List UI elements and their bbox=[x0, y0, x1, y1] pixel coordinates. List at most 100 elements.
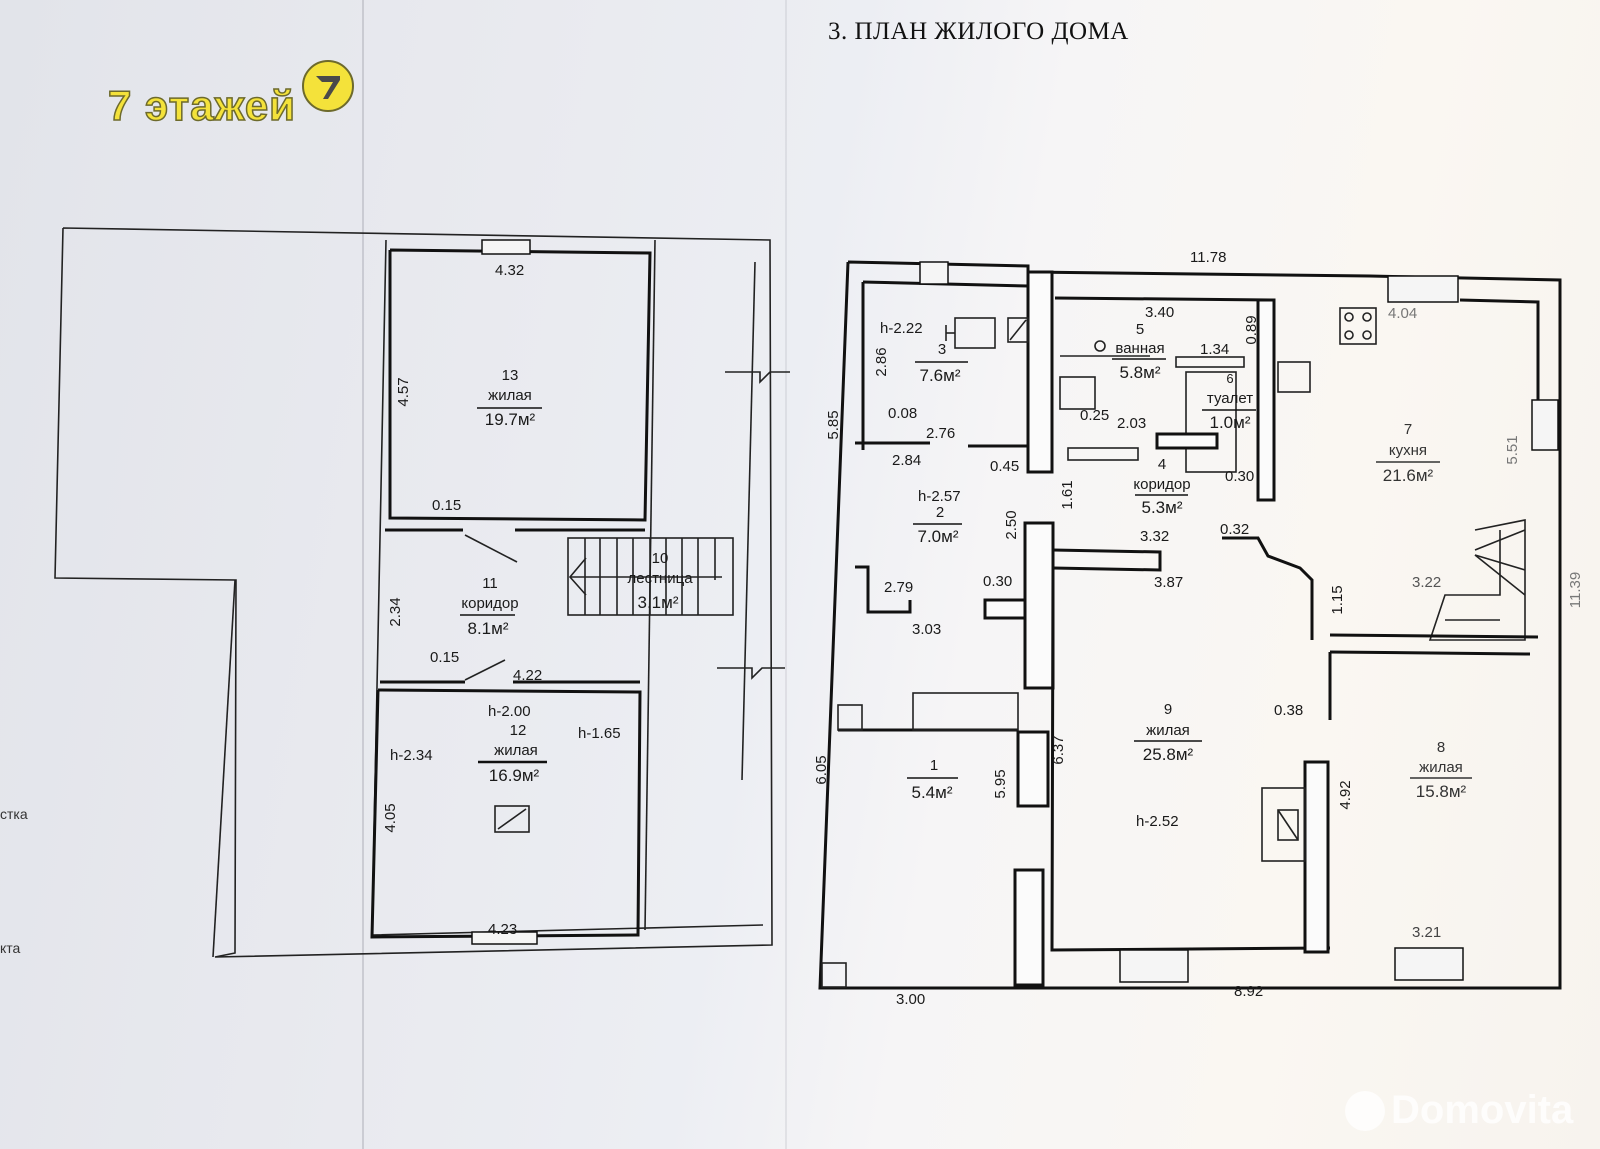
window-icon bbox=[471, 931, 538, 945]
dim-label: 2.86 bbox=[873, 347, 890, 376]
height-label: h-1.65 bbox=[578, 725, 621, 742]
height-label: h-2.34 bbox=[390, 747, 433, 764]
dim-label: 3.03 bbox=[912, 621, 941, 638]
dim-label: 8.92 bbox=[1234, 983, 1263, 1000]
svg-text:7.6м²: 7.6м² bbox=[920, 366, 961, 385]
svg-text:1.0м²: 1.0м² bbox=[1210, 413, 1251, 432]
dim-label: 0.15 bbox=[430, 649, 459, 666]
svg-text:15.8м²: 15.8м² bbox=[1416, 782, 1467, 801]
brand-text: 7 этажей bbox=[107, 81, 296, 130]
watermark-logo-icon bbox=[1345, 1090, 1385, 1131]
side-note-1: стка bbox=[0, 806, 28, 822]
watermark-text: Domovita bbox=[1391, 1088, 1574, 1132]
room-12-walls bbox=[370, 688, 642, 939]
room-8-label: 8 жилая 15.8м² bbox=[1410, 739, 1472, 801]
dim-label: 1.61 bbox=[1059, 480, 1076, 509]
height-label: h-2.52 bbox=[1136, 813, 1179, 830]
dim-label: 0.45 bbox=[990, 458, 1019, 475]
ground-floor-plan bbox=[818, 260, 1562, 990]
partition-wall bbox=[1256, 298, 1276, 502]
room-1-label: 1 5.4м² bbox=[907, 757, 958, 802]
staircase-icon bbox=[1428, 519, 1526, 641]
svg-text:ванная: ванная bbox=[1115, 340, 1164, 357]
dim-label: 11.39 bbox=[1567, 572, 1584, 608]
room-13-walls bbox=[388, 248, 652, 522]
svg-text:10: 10 bbox=[652, 550, 669, 567]
dim-label: 3.21 bbox=[1412, 924, 1441, 941]
svg-text:25.8м²: 25.8м² bbox=[1143, 745, 1194, 764]
brand-overlay: 7 этажей bbox=[107, 60, 354, 130]
roof-outline-edge bbox=[212, 579, 236, 958]
svg-text:4: 4 bbox=[1158, 456, 1166, 473]
wall bbox=[855, 565, 912, 614]
door-swing bbox=[464, 534, 518, 563]
room-12-label: 12 жилая 16.9м² bbox=[478, 722, 547, 785]
chimney-icon bbox=[494, 805, 530, 833]
upper-floor-plan bbox=[54, 227, 790, 958]
svg-text:коридор: коридор bbox=[1133, 476, 1190, 493]
dim-label: 0.08 bbox=[888, 405, 917, 422]
dim-label: 1.15 bbox=[1329, 585, 1346, 614]
side-note-2: кта bbox=[0, 940, 21, 956]
svg-text:9: 9 bbox=[1164, 701, 1172, 718]
dim-label: 3.87 bbox=[1154, 574, 1183, 591]
height-label: h-2.00 bbox=[488, 703, 531, 720]
dim-label: 4.22 bbox=[513, 667, 542, 684]
dim-label: 5.85 bbox=[825, 410, 842, 439]
svg-text:12: 12 bbox=[510, 722, 527, 739]
paper-fold-line bbox=[785, 0, 787, 1149]
toilet-room-walls bbox=[1185, 371, 1237, 473]
wall bbox=[1052, 548, 1162, 572]
svg-text:5.8м²: 5.8м² bbox=[1120, 363, 1161, 382]
dim-label: 0.30 bbox=[1225, 468, 1254, 485]
vent-icon bbox=[1007, 317, 1029, 343]
dim-label: 11.78 bbox=[1190, 249, 1226, 266]
dim-label: 5.95 bbox=[992, 769, 1009, 798]
dim-label: 4.04 bbox=[1388, 305, 1417, 322]
door-swing bbox=[464, 659, 506, 681]
dim-label: 0.89 bbox=[1243, 315, 1260, 344]
drain-icon bbox=[1094, 340, 1106, 352]
room-4-label: 4 коридор 5.3м² bbox=[1133, 456, 1190, 517]
svg-text:21.6м²: 21.6м² bbox=[1383, 466, 1434, 485]
dim-label: 2.76 bbox=[926, 425, 955, 442]
svg-text:2: 2 bbox=[936, 504, 944, 521]
svg-text:19.7м²: 19.7м² bbox=[485, 410, 536, 429]
svg-text:8: 8 bbox=[1437, 739, 1445, 756]
svg-text:5.3м²: 5.3м² bbox=[1142, 498, 1183, 517]
room-3-label: 3 7.6м² bbox=[915, 341, 968, 385]
svg-text:туалет: туалет bbox=[1207, 390, 1253, 407]
dim-label: 6.05 bbox=[813, 755, 830, 784]
dim-label: 2.34 bbox=[387, 597, 404, 626]
room-10-label: 10 лестница 3.1м² bbox=[627, 550, 693, 612]
dim-label: 2.79 bbox=[884, 579, 913, 596]
dim-label: 0.30 bbox=[983, 573, 1012, 590]
room-7-label: 7 кухня 21.6м² bbox=[1376, 421, 1440, 485]
svg-text:1: 1 bbox=[930, 757, 938, 774]
wall bbox=[1222, 536, 1314, 640]
brand-logo-icon bbox=[302, 60, 354, 112]
window-icon bbox=[1119, 949, 1189, 983]
height-label: h-2.22 bbox=[880, 320, 923, 337]
wall bbox=[1329, 650, 1531, 656]
dim-label: 3.40 bbox=[1145, 304, 1174, 321]
dim-label: 4.23 bbox=[488, 921, 517, 938]
sink-icon bbox=[1277, 361, 1311, 393]
window-icon bbox=[919, 261, 949, 285]
dim-label: 4.05 bbox=[382, 803, 399, 832]
svg-text:11: 11 bbox=[482, 575, 498, 592]
dim-label: 2.50 bbox=[1003, 510, 1020, 539]
roof-outline bbox=[54, 227, 773, 958]
window-icon bbox=[1394, 947, 1464, 981]
dim-label: 0.15 bbox=[432, 497, 461, 514]
room-9-label: 9 жилая 25.8м² bbox=[1134, 701, 1202, 764]
svg-text:13: 13 bbox=[502, 367, 519, 384]
window-icon bbox=[1387, 275, 1459, 303]
page-title: 3. ПЛАН ЖИЛОГО ДОМА bbox=[828, 18, 1129, 45]
dim-label: 0.38 bbox=[1274, 702, 1303, 719]
dim-label: 2.03 bbox=[1117, 415, 1146, 432]
fireplace-icon bbox=[1261, 760, 1330, 954]
svg-text:жилая: жилая bbox=[1146, 722, 1190, 739]
svg-text:лестница: лестница bbox=[627, 570, 693, 587]
